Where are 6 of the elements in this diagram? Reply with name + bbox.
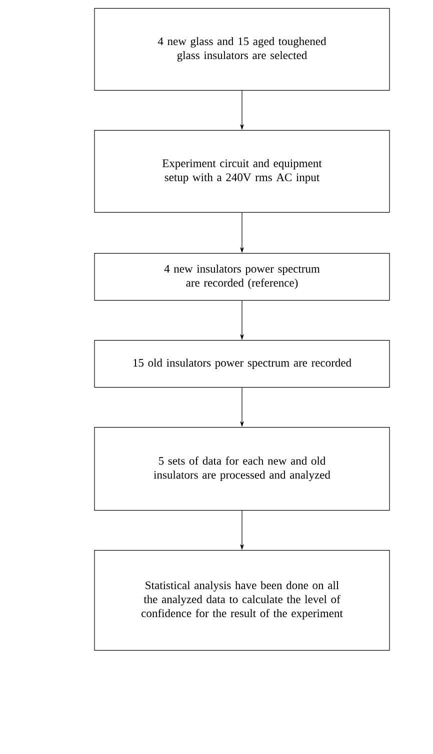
process-box: Experiment circuit and equipment setup with a 240V rms AC input	[94, 130, 390, 213]
process-box: 4 new glass and 15 aged toughened glass insulators are selected	[94, 8, 390, 91]
process-box: 4 new insulators power spectrum are recorded (reference)	[94, 253, 390, 301]
process-box: 5 sets of data for each new and old insulators are processed and analyzed	[94, 427, 390, 511]
process-box: Statistical analysis have been done on all the analyzed data to calculate the level of confidence for the result of the experiment	[94, 550, 390, 651]
process-box: 15 old insulators power spectrum are recorded	[94, 340, 390, 388]
